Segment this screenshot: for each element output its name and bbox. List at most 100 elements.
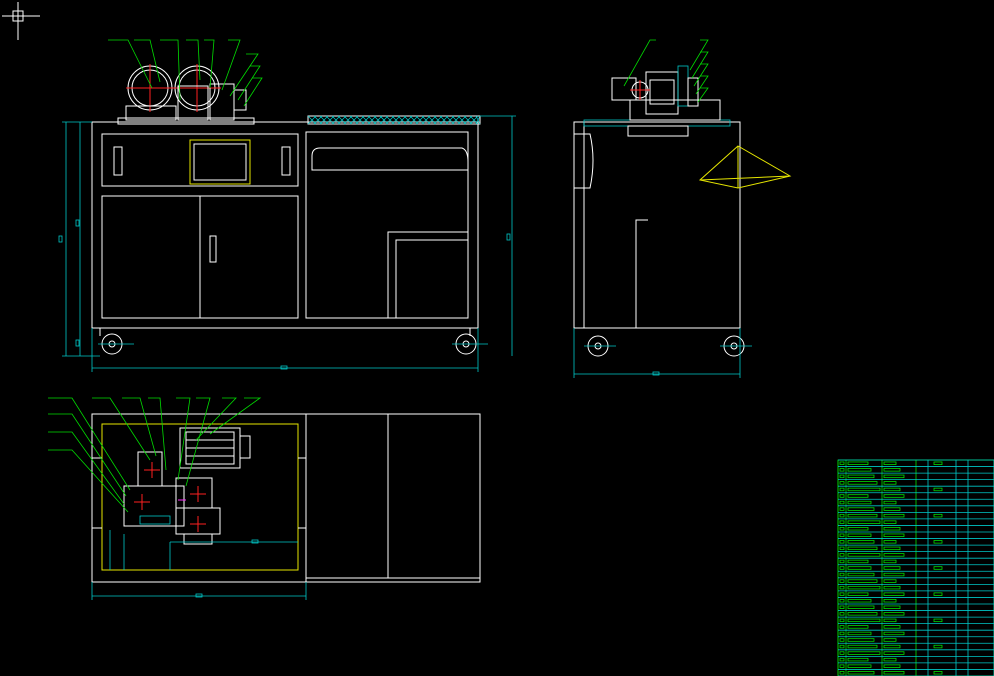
parts-list-cell-mark xyxy=(839,566,845,570)
parts-list-cell-mark xyxy=(839,651,845,655)
parts-list-cell-mark xyxy=(847,671,875,675)
parts-list-cell-mark xyxy=(883,500,897,505)
parts-list-cell-mark xyxy=(839,631,845,636)
parts-list-cell-mark xyxy=(883,559,897,564)
parts-list-cell-mark xyxy=(847,612,878,616)
parts-list-cell-mark xyxy=(883,507,901,511)
parts-list-cell-mark xyxy=(847,487,881,492)
parts-list-cell-mark xyxy=(933,671,943,675)
parts-list-cell-mark xyxy=(883,487,901,492)
parts-list-cell-mark xyxy=(883,657,897,662)
parts-list-cell-mark xyxy=(883,592,905,596)
parts-list-cell-mark xyxy=(883,579,897,583)
parts-list-cell-mark xyxy=(933,592,943,596)
parts-list-cell-mark xyxy=(933,566,943,570)
parts-list-cell-mark xyxy=(883,540,897,544)
ucs-crosshair-icon xyxy=(2,2,40,40)
parts-list-cell-mark xyxy=(933,540,943,544)
parts-list-cell-mark xyxy=(847,559,869,564)
parts-list-cell-mark xyxy=(839,494,845,498)
parts-list-cell-mark xyxy=(839,618,845,623)
parts-list-cell-mark xyxy=(847,592,869,596)
parts-list-cell-mark xyxy=(839,520,845,524)
parts-list-cell-mark xyxy=(839,500,845,505)
parts-list-cell-mark xyxy=(883,461,897,465)
front-dimensions xyxy=(58,115,516,372)
parts-list-cell-mark xyxy=(839,585,845,590)
parts-list-cell-mark xyxy=(847,468,872,472)
parts-list-cell-mark xyxy=(847,553,881,557)
parts-list-cell-mark xyxy=(839,644,845,649)
parts-list-cell-mark xyxy=(883,618,897,623)
parts-list-cell-mark xyxy=(933,644,943,649)
parts-list-cell-mark xyxy=(847,533,872,537)
parts-list-cell-mark xyxy=(839,671,845,675)
parts-list-cell-mark xyxy=(847,651,881,655)
parts-list-cell-mark xyxy=(839,579,845,583)
side-motor-assembly xyxy=(611,65,721,121)
parts-list-cell-mark xyxy=(847,507,875,511)
parts-list-cell-mark xyxy=(839,474,845,479)
parts-list-cell-mark xyxy=(933,513,943,518)
parts-list-cell-mark xyxy=(883,520,897,524)
parts-list-cell-mark xyxy=(839,559,845,564)
parts-list-cell-mark xyxy=(883,644,901,649)
parts-list-cell-mark xyxy=(883,671,905,675)
hatch-pattern xyxy=(307,115,481,125)
parts-list-cell-mark xyxy=(839,664,845,668)
parts-list-cell-mark xyxy=(883,612,905,616)
parts-list-cell-mark xyxy=(847,461,869,465)
parts-list-cell-mark xyxy=(839,599,845,603)
parts-list-cell-mark xyxy=(839,468,845,472)
parts-list-cell-mark xyxy=(883,494,905,498)
parts-list-cell-mark xyxy=(883,468,901,472)
parts-list-cell-mark xyxy=(847,566,872,570)
parts-list-cell-mark xyxy=(883,513,905,518)
parts-list-cell-mark xyxy=(883,625,901,629)
parts-list-cell-mark xyxy=(839,553,845,557)
gear-assembly xyxy=(117,64,255,125)
parts-list-cell-mark xyxy=(839,592,845,596)
parts-list-cell-mark xyxy=(847,494,869,498)
parts-list-cell-mark xyxy=(883,664,901,668)
parts-list-cell-mark xyxy=(847,618,881,623)
parts-list-cell-mark xyxy=(847,520,881,524)
parts-list-cell-mark xyxy=(883,585,901,590)
parts-list-cell-mark xyxy=(847,527,869,531)
top-motor-assembly xyxy=(123,427,251,545)
parts-list-cell-mark xyxy=(839,461,845,465)
parts-list-cell-mark xyxy=(883,474,905,479)
parts-list-cell-mark xyxy=(839,638,845,642)
parts-list-cell-mark xyxy=(883,599,897,603)
parts-list-cell-mark xyxy=(883,566,901,570)
caster-left xyxy=(98,328,134,355)
parts-list-cell-mark xyxy=(839,533,845,537)
parts-list-cell-mark xyxy=(883,553,905,557)
parts-list-cell-mark xyxy=(839,572,845,577)
parts-list-cell-mark xyxy=(839,527,845,531)
parts-list-cell-mark xyxy=(839,481,845,485)
parts-list-cell-mark xyxy=(847,599,872,603)
parts-list-table[interactable] xyxy=(837,459,994,676)
parts-list-cell-mark xyxy=(933,487,943,492)
side-view xyxy=(573,39,792,378)
parts-list-cell-mark xyxy=(933,461,943,465)
parts-list-cell-mark xyxy=(847,546,878,551)
parts-list-cell-mark xyxy=(847,481,878,485)
parts-list-cell-mark xyxy=(847,579,878,583)
front-view xyxy=(58,39,516,372)
parts-list-cell-mark xyxy=(883,572,905,577)
parts-list-cell-mark xyxy=(847,605,875,609)
parts-list-cell-mark xyxy=(839,605,845,609)
top-view xyxy=(48,397,481,600)
parts-list-cell-mark xyxy=(847,585,881,590)
parts-list-cell-mark xyxy=(883,533,905,537)
side-caster-left xyxy=(584,335,616,357)
parts-list-cell-mark xyxy=(883,638,897,642)
parts-list-cell-mark xyxy=(847,657,869,662)
parts-list-cell-mark xyxy=(847,638,875,642)
parts-list-cell-mark xyxy=(883,631,905,636)
parts-list-cell-mark xyxy=(839,487,845,492)
parts-list-cell-mark xyxy=(933,618,943,623)
